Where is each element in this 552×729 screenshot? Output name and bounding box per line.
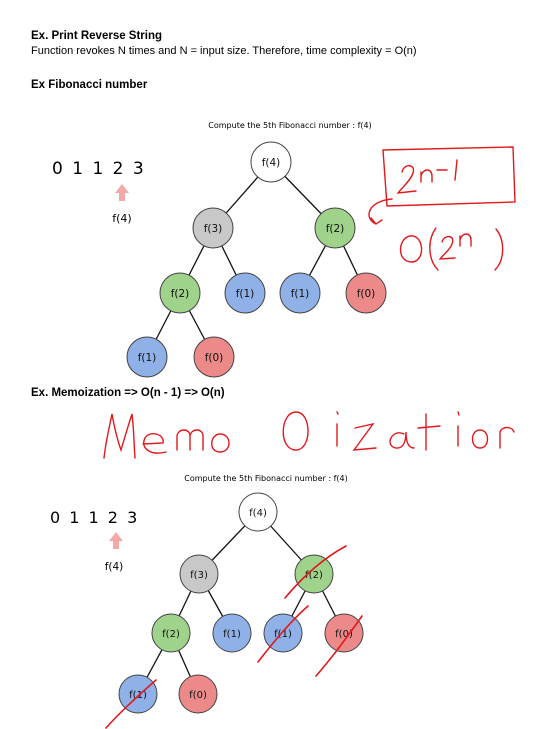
tree2-node-f3 xyxy=(179,554,219,594)
tree1-node-f0-a xyxy=(345,272,387,314)
svg-text:f(1): f(1) xyxy=(274,629,292,640)
tree1-node-f1-a xyxy=(224,272,266,314)
svg-text:f(1): f(1) xyxy=(223,629,241,640)
tree2-node-f1-c xyxy=(118,674,158,714)
tree1-node-f3 xyxy=(192,207,234,249)
svg-text:f(1): f(1) xyxy=(291,288,310,300)
tree1-nodes xyxy=(126,141,387,378)
tree2-side-label: f(4) xyxy=(105,561,124,573)
tree1-sequence: 0 1 1 2 3 xyxy=(52,159,146,179)
tree1-edges xyxy=(145,161,368,360)
tree2-node-f0-a xyxy=(324,613,364,653)
tree1-node-f2-right xyxy=(314,207,356,249)
tree1-side-label: f(4) xyxy=(112,212,131,225)
tree2-caption: Compute the 5th Fibonacci number : f(4) xyxy=(184,474,347,483)
tree2-node-f0-b xyxy=(178,674,218,714)
strike-marks xyxy=(105,545,363,729)
tree2-edges xyxy=(136,511,346,697)
tree2-node-f1-a xyxy=(212,613,252,653)
svg-text:f(0): f(0) xyxy=(205,352,224,364)
svg-text:f(2): f(2) xyxy=(171,288,190,300)
svg-text:f(2): f(2) xyxy=(162,629,180,640)
annotation-box xyxy=(382,146,516,207)
tree2-sequence: 0 1 1 2 3 xyxy=(50,508,139,527)
tree1-labels: f(4) f(3) f(2) f(2) f(1) f(1) f(0) f(1) … xyxy=(138,157,376,364)
tree2-nodes xyxy=(118,492,364,714)
tree1-node-f0-b xyxy=(193,336,235,378)
tree1-node-f2-left xyxy=(159,272,201,314)
tree2-node-f2-right xyxy=(294,554,334,594)
svg-text:f(3): f(3) xyxy=(204,223,223,235)
svg-text:f(0): f(0) xyxy=(357,288,376,300)
tree1-node-f1-b xyxy=(279,272,321,314)
svg-text:f(4): f(4) xyxy=(249,508,267,519)
heading-fibonacci: Ex Fibonacci number xyxy=(31,79,148,91)
up-arrow-icon xyxy=(109,532,123,549)
svg-text:f(3): f(3) xyxy=(190,570,208,581)
tree1-node-f4 xyxy=(250,141,292,183)
svg-text:f(2): f(2) xyxy=(326,223,345,235)
svg-text:f(4): f(4) xyxy=(262,157,281,169)
svg-text:f(0): f(0) xyxy=(189,690,207,701)
svg-text:f(2): f(2) xyxy=(305,570,323,581)
handwritten-annotations xyxy=(103,146,516,459)
up-arrow-icon xyxy=(115,184,129,201)
svg-text:f(0): f(0) xyxy=(335,629,353,640)
tree2-node-f4 xyxy=(238,492,278,532)
fibonacci-tree-2: Compute the 5th Fibonacci number : f(4) … xyxy=(50,474,364,729)
heading-reverse-string: Ex. Print Reverse String xyxy=(31,30,163,42)
svg-text:f(1): f(1) xyxy=(236,288,255,300)
complexity-note: Function revokes N times and N = input s… xyxy=(31,45,417,57)
tree2-node-f2-left xyxy=(151,613,191,653)
fibonacci-tree-1: Compute the 5th Fibonacci number : f(4) … xyxy=(52,121,387,378)
tree1-caption: Compute the 5th Fibonacci number : f(4) xyxy=(208,121,371,130)
tree1-node-f1-c xyxy=(126,336,168,378)
heading-memoization: Ex. Memoization => O(n - 1) => O(n) xyxy=(31,387,225,399)
svg-text:f(1): f(1) xyxy=(138,352,157,364)
